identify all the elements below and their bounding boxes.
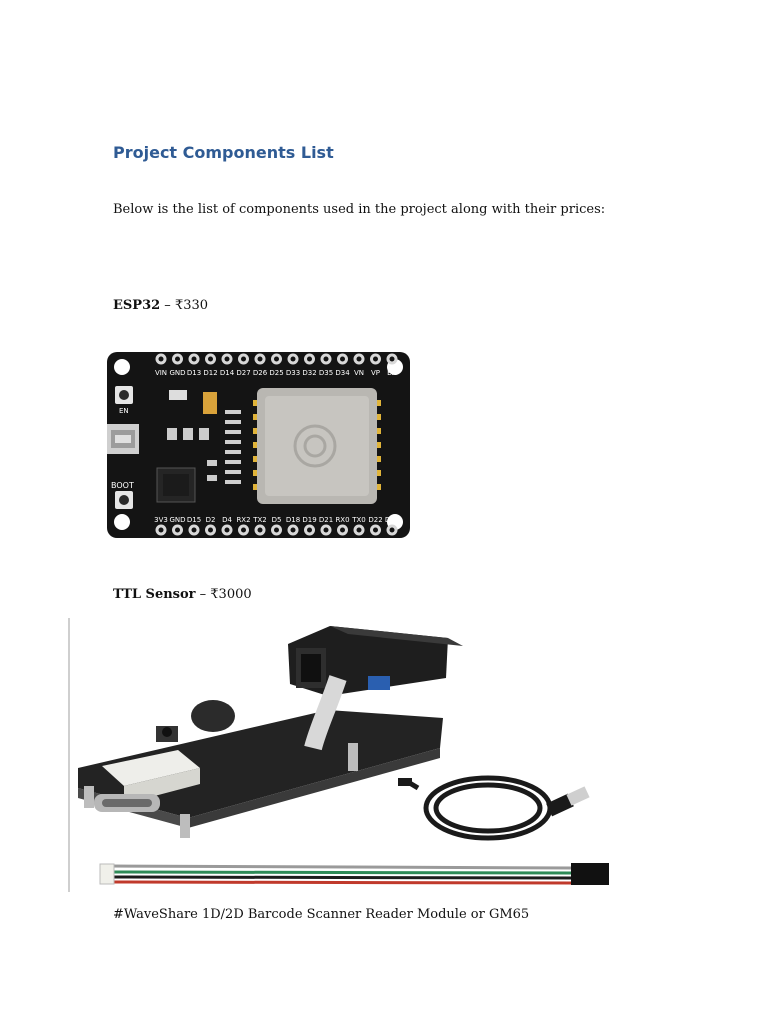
pin-label-top: D25 <box>269 369 283 377</box>
component-name: ESP32 <box>113 298 161 313</box>
pin-label-top: D35 <box>319 369 333 377</box>
component-separator: – <box>195 587 211 602</box>
page-title: Project Components List <box>113 143 334 162</box>
scanner-head <box>288 626 448 696</box>
pin-label-top: D32 <box>302 369 316 377</box>
pin-label-top: D26 <box>253 369 268 377</box>
component-name: TTL Sensor <box>113 587 196 602</box>
pin-label-bottom: 3V3 <box>154 516 168 524</box>
pin-label-bottom: D5 <box>272 516 282 524</box>
pin-label-bottom: D22 <box>368 516 382 524</box>
pin-label-bottom: D18 <box>286 516 300 524</box>
component-esp32: ESP32 – ₹330 <box>113 297 208 315</box>
pin-label-top: VN <box>354 369 364 377</box>
component-separator: – <box>160 298 175 313</box>
pin-label-bottom: RX0 <box>335 516 349 524</box>
pin-label-bottom: TX0 <box>351 516 366 524</box>
component-ttl-sensor: TTL Sensor – ₹3000 <box>113 586 252 604</box>
pin-label-top: VP <box>371 369 380 377</box>
pin-label-top: EN <box>387 369 397 377</box>
pin-label-bottom: D15 <box>187 516 201 524</box>
en-button-label: EN <box>119 407 129 415</box>
pin-label-top: D34 <box>335 369 350 377</box>
pin-label-bottom: D23 <box>385 516 399 524</box>
pin-label-top: D12 <box>203 369 217 377</box>
pin-label-bottom: D21 <box>319 516 333 524</box>
pin-label-bottom: TX2 <box>252 516 267 524</box>
pin-label-top: D14 <box>220 369 235 377</box>
component-price: ₹330 <box>174 298 209 313</box>
pin-label-top: VIN <box>155 369 167 377</box>
boot-button-label: BOOT <box>111 481 134 490</box>
pin-label-bottom: GND <box>169 516 185 524</box>
pin-label-top: D33 <box>286 369 300 377</box>
pin-label-bottom: RX2 <box>236 516 250 524</box>
intro-paragraph: Below is the list of components used in … <box>113 202 606 217</box>
barcode-scanner-module-image <box>68 618 613 892</box>
pin-label-bottom: D19 <box>302 516 316 524</box>
pin-label-bottom: D4 <box>222 516 232 524</box>
component-price: ₹3000 <box>210 587 252 602</box>
pin-label-top: D27 <box>236 369 250 377</box>
pin-label-top: D13 <box>187 369 201 377</box>
pin-label-bottom: D2 <box>206 516 216 524</box>
pin-label-top: GND <box>169 369 185 377</box>
module-caption: #WaveShare 1D/2D Barcode Scanner Reader … <box>113 907 530 922</box>
